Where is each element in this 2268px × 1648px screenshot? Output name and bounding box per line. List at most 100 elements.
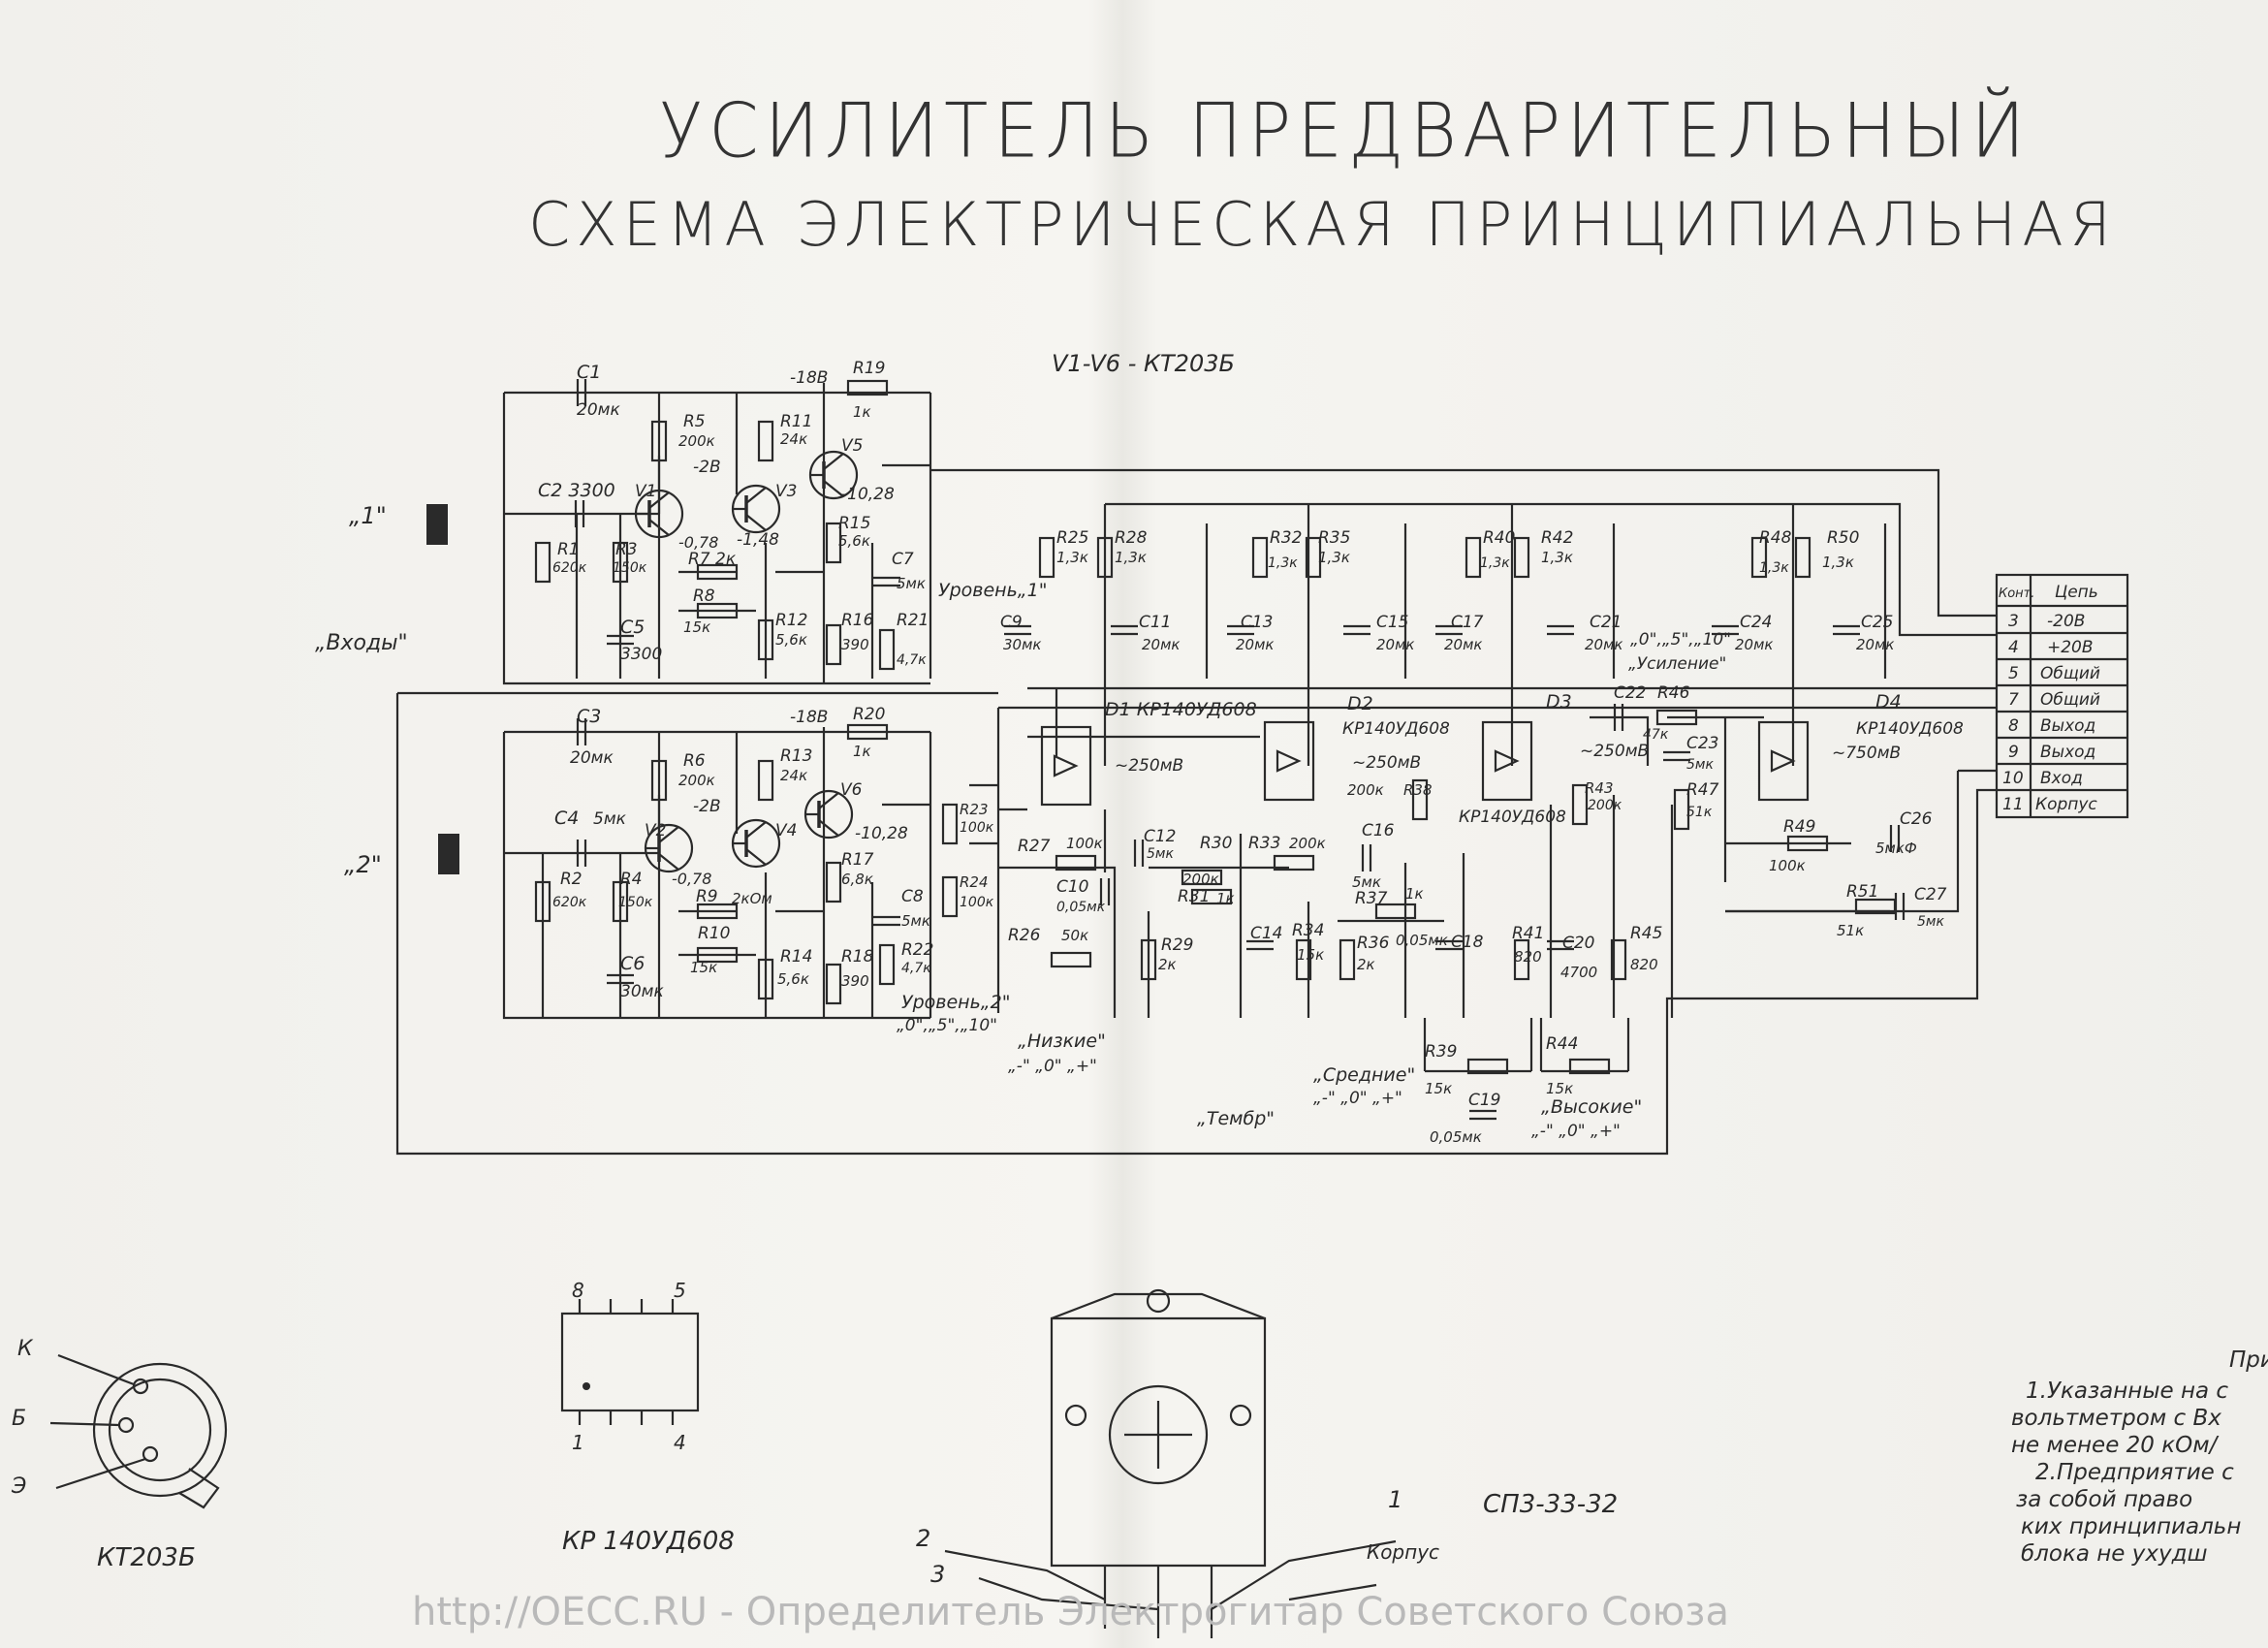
pot-pin-1: 1 xyxy=(1388,1486,1402,1513)
value-r22: 4,7к xyxy=(901,961,931,976)
label-v2: V2 xyxy=(645,821,666,840)
label-r24: R24 xyxy=(960,873,989,891)
value-r1: 620к xyxy=(552,560,587,576)
value-r33: 200к xyxy=(1289,835,1326,852)
label-r1: R1 xyxy=(557,540,580,559)
value-r17: 6,8к xyxy=(841,871,873,888)
label-r13: R13 xyxy=(780,746,812,766)
value-c20: 4700 xyxy=(1560,964,1597,981)
channel-2-preamp xyxy=(438,716,932,1020)
ic-name: КР 140УД608 xyxy=(562,1527,735,1556)
value-r44: 15к xyxy=(1546,1080,1573,1097)
label-r25: R25 xyxy=(1056,528,1088,548)
label-r39: R39 xyxy=(1425,1042,1457,1062)
connector-circuit: -20В xyxy=(2047,612,2085,631)
value-r19: 1к xyxy=(853,403,871,421)
voltage-m2a: -2В xyxy=(693,458,721,477)
label-r6: R6 xyxy=(683,751,706,771)
label-r43: R43 xyxy=(1585,779,1614,797)
value-r27: 100к xyxy=(1066,835,1103,852)
label-r4: R4 xyxy=(620,870,643,889)
opamp-d2 xyxy=(1263,720,1315,802)
label-r7: R7 2к xyxy=(688,550,737,569)
label-r29: R29 xyxy=(1161,935,1193,955)
connector-circuit: +20В xyxy=(2047,638,2094,657)
voltage-v250c: ~250мВ xyxy=(1580,742,1649,761)
value-r51: 51к xyxy=(1837,922,1864,939)
label-r34: R34 xyxy=(1292,921,1324,940)
value-c4: 5мк xyxy=(593,809,627,829)
label-v5: V5 xyxy=(841,436,863,456)
value-r2: 620к xyxy=(552,895,587,910)
label-r50: R50 xyxy=(1827,528,1859,548)
connector-table xyxy=(1995,573,2129,819)
high-positions: „-" „0" „+" xyxy=(1531,1122,1621,1141)
ic-pin-8: 8 xyxy=(572,1279,584,1302)
label-v1: V1 xyxy=(635,482,656,501)
transistor-v4 xyxy=(731,818,781,869)
label-r2: R2 xyxy=(560,870,583,889)
opamp-d1 xyxy=(1040,725,1092,807)
connector-circuit: Общий xyxy=(2040,690,2100,710)
label-r28: R28 xyxy=(1115,528,1148,548)
label-r40: R40 xyxy=(1483,528,1515,548)
value-c10: 0,05мк xyxy=(1056,900,1106,915)
label-c15: C15 xyxy=(1376,613,1409,632)
voltage-v250a: ~250мВ xyxy=(1115,756,1183,776)
label-r31: R31 xyxy=(1178,887,1210,906)
label-c18: C18 xyxy=(1451,933,1484,952)
label-r51: R51 xyxy=(1846,882,1878,902)
pot-pin-2: 2 xyxy=(916,1525,930,1552)
label-r10: R10 xyxy=(698,924,730,943)
label-r16: R16 xyxy=(841,611,874,630)
gain-label: „Усиление" xyxy=(1628,654,1726,674)
label-c3: C3 xyxy=(577,706,601,727)
value-r35: 1,3к xyxy=(1318,549,1350,566)
label-c12: C12 xyxy=(1144,827,1177,846)
connector-circuit: Вход xyxy=(2040,769,2083,788)
input-jack-1-icon xyxy=(426,504,448,545)
notes-line: 1.Указанные на с xyxy=(2026,1379,2229,1404)
label-r36: R36 xyxy=(1357,934,1390,953)
connector-circuit: Выход xyxy=(2040,743,2095,762)
potentiometer-pinout xyxy=(944,1288,1397,1638)
value-c7: 5мк xyxy=(897,575,926,592)
pot-pin-3: 3 xyxy=(930,1561,945,1588)
value-r4: 150к xyxy=(618,895,653,910)
pin-k-label: К xyxy=(17,1337,34,1361)
label-c25: C25 xyxy=(1861,613,1894,632)
notes-line: не менее 20 кОм/ xyxy=(2011,1433,2218,1458)
label-r30: R30 xyxy=(1200,834,1232,853)
label-r37: R37 xyxy=(1355,889,1388,908)
watermark: http://OECC.RU - Определитель Электрогит… xyxy=(412,1590,1729,1634)
connector-pin: 8 xyxy=(2008,716,2019,736)
value-r47: 51к xyxy=(1686,805,1713,820)
label-r42: R42 xyxy=(1541,528,1573,548)
label-r5: R5 xyxy=(683,412,706,431)
value-r3: 150к xyxy=(613,560,647,576)
label-c21: C21 xyxy=(1590,613,1622,632)
value-r21: 4,7к xyxy=(897,652,927,668)
value-r45: 820 xyxy=(1630,956,1658,973)
voltage-m148: -1,48 xyxy=(737,530,779,550)
value-r40: 1,3к xyxy=(1480,555,1510,571)
value-r25: 1,3к xyxy=(1056,549,1088,566)
value-r42: 1,3к xyxy=(1541,549,1573,566)
value-c24: 20мк xyxy=(1735,636,1773,653)
value-r13: 24к xyxy=(780,767,807,784)
label-r18: R18 xyxy=(841,947,874,967)
supply-rails xyxy=(395,468,1997,1156)
label-c1: C1 xyxy=(577,362,601,383)
label-r8: R8 xyxy=(693,586,715,606)
value-r49: 100к xyxy=(1769,857,1806,874)
value-r39: 15к xyxy=(1425,1080,1452,1097)
value-r20: 1к xyxy=(853,743,871,760)
value-r11: 24к xyxy=(780,430,807,448)
value-c26: 5мкФ xyxy=(1875,840,1917,857)
ic-pin-1: 1 xyxy=(572,1431,584,1454)
value-c8: 5мк xyxy=(901,912,930,930)
label-c10: C10 xyxy=(1056,877,1089,897)
value-r48: 1,3к xyxy=(1759,560,1789,576)
label-r3: R3 xyxy=(615,540,638,559)
